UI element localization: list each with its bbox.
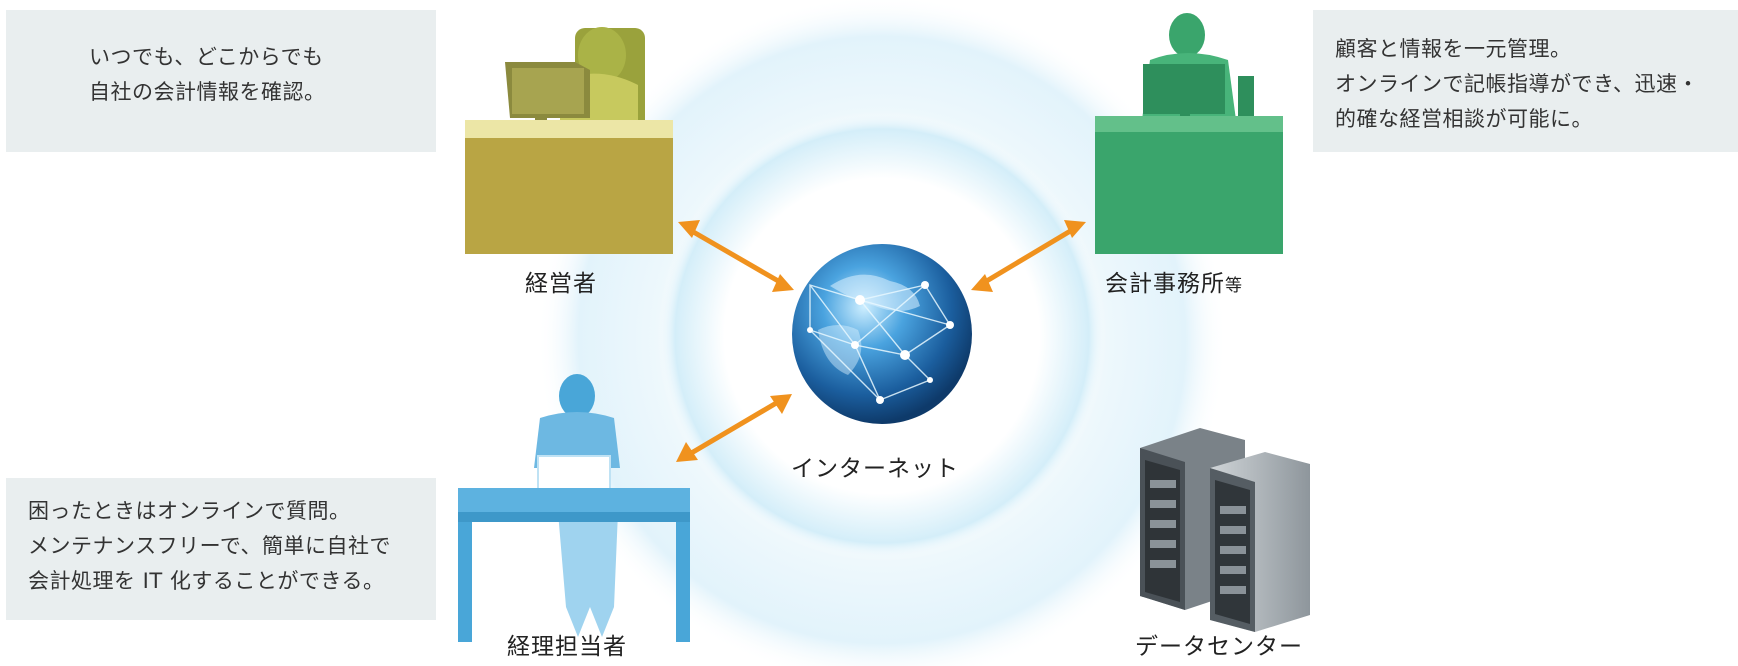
office-label-suffix: 等 — [1225, 276, 1243, 296]
owner-callout-line2: 自社の会計情報を確認。 — [89, 80, 326, 104]
server-icon — [1140, 428, 1310, 632]
owner-callout-line1: いつでも、どこからでも — [89, 45, 324, 69]
staff-label: 経理担当者 — [507, 634, 627, 660]
arrow-icon — [676, 220, 1086, 462]
owner-label: 経営者 — [525, 271, 597, 297]
internet-label: インターネット — [791, 456, 959, 482]
office-callout: 顧客と情報を一元管理。 オンラインで記帳指導ができ、迅速・ 的確な経営相談が可能… — [1313, 10, 1738, 152]
staff-callout-line2: メンテナンスフリーで、簡単に自社で — [28, 534, 391, 558]
owner-figure-icon — [465, 27, 673, 254]
office-callout-line1: 顧客と情報を一元管理。 — [1335, 37, 1572, 61]
staff-callout: 困ったときはオンラインで質問。 メンテナンスフリーで、簡単に自社で 会計処理を … — [6, 478, 436, 620]
accountant-figure-icon — [1095, 13, 1283, 254]
staff-figure-icon — [458, 374, 690, 642]
staff-callout-line3: 会計処理を IT 化することができる。 — [28, 569, 385, 593]
office-label: 会計事務所等 — [1105, 264, 1243, 298]
office-callout-line2: オンラインで記帳指導ができ、迅速・ — [1335, 72, 1700, 96]
staff-callout-line1: 困ったときはオンラインで質問。 — [28, 499, 351, 523]
office-label-main: 会計事務所 — [1105, 271, 1225, 297]
globe-icon — [792, 244, 972, 424]
owner-callout: いつでも、どこからでも 自社の会計情報を確認。 — [6, 10, 436, 152]
datacenter-label: データセンター — [1135, 634, 1303, 660]
office-callout-line3: 的確な経営相談が可能に。 — [1335, 107, 1593, 131]
